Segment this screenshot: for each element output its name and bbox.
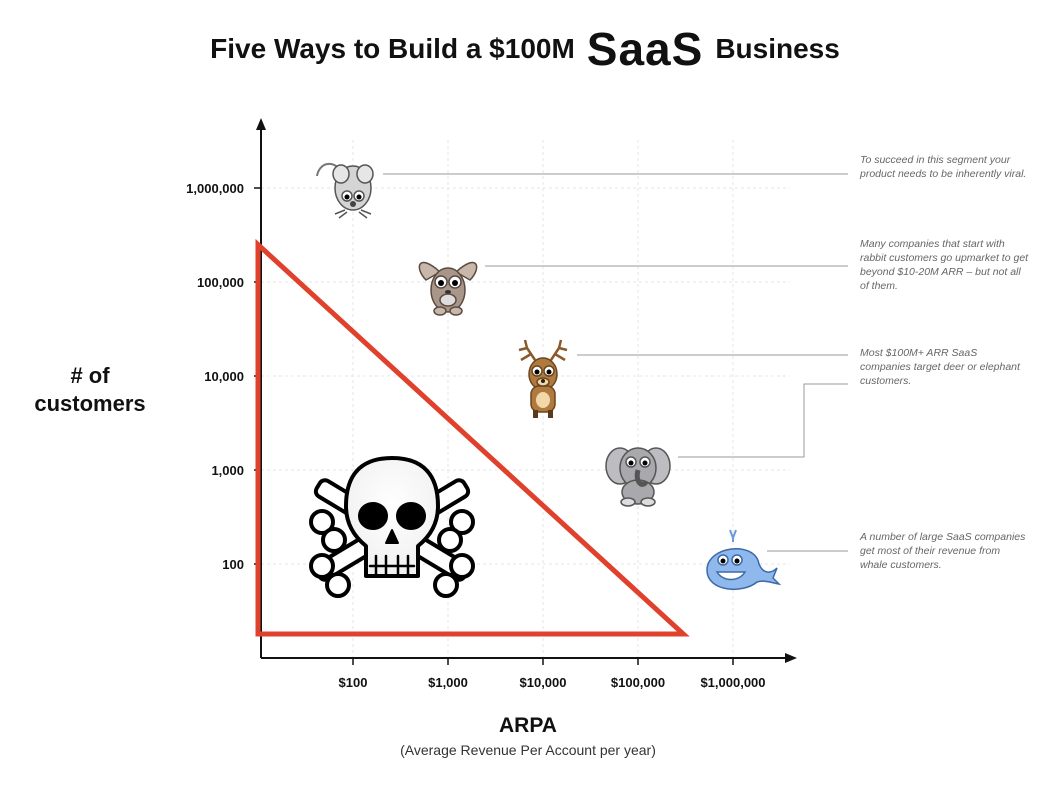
leader-elephant [678, 383, 848, 458]
x-tick-label: $10,000 [520, 675, 567, 690]
y-axis-label-line1: # of [70, 363, 110, 388]
y-tick-label: 100,000 [197, 275, 244, 290]
annotation-deer: Most $100M+ ARR SaaS companies target de… [860, 347, 1020, 387]
death-zone-triangle [255, 238, 690, 637]
y-tick-label: 1,000 [211, 463, 244, 478]
y-axis-label-line2: customers [34, 391, 146, 416]
rabbit-icon [418, 261, 478, 316]
skull-crossbones-icon [309, 456, 475, 598]
whale-icon [706, 529, 782, 590]
axis-ticks: $100 $1,000 $10,000 $100,000 $1,000,000 100 1,… [186, 181, 765, 690]
grid-lines [261, 140, 790, 658]
x-axis-arrow [785, 653, 797, 663]
y-tick-label: 10,000 [204, 369, 244, 384]
y-axis-arrow [256, 118, 266, 130]
x-tick-label: $1,000,000 [700, 675, 765, 690]
y-tick-label: 100 [222, 557, 244, 572]
axes [256, 118, 797, 663]
elephant-icon [605, 447, 671, 507]
title-part1: Five Ways to Build a $100M [210, 33, 575, 64]
annotation-leaders [383, 173, 848, 552]
x-axis-label: ARPA [499, 714, 557, 737]
mouse-icon [316, 162, 374, 219]
x-tick-label: $1,000 [428, 675, 468, 690]
x-tick-label: $100 [339, 675, 368, 690]
annotation-mouse: To succeed in this segment your product … [860, 154, 1027, 180]
title-highlight: SaaS [586, 23, 704, 75]
title-part2: Business [715, 33, 840, 64]
annotation-rabbit: Many companies that start with rabbit cu… [860, 238, 1029, 292]
y-axis-label: # of customers [30, 362, 150, 418]
annotation-whale: A number of large SaaS companies get mos… [860, 531, 1026, 571]
chart-title: Five Ways to Build a $100M SaaS Business [0, 18, 1050, 80]
x-tick-label: $100,000 [611, 675, 665, 690]
deer-icon [518, 339, 568, 418]
x-axis-subtitle: (Average Revenue Per Account per year) [400, 742, 656, 758]
y-tick-label: 1,000,000 [186, 181, 244, 196]
